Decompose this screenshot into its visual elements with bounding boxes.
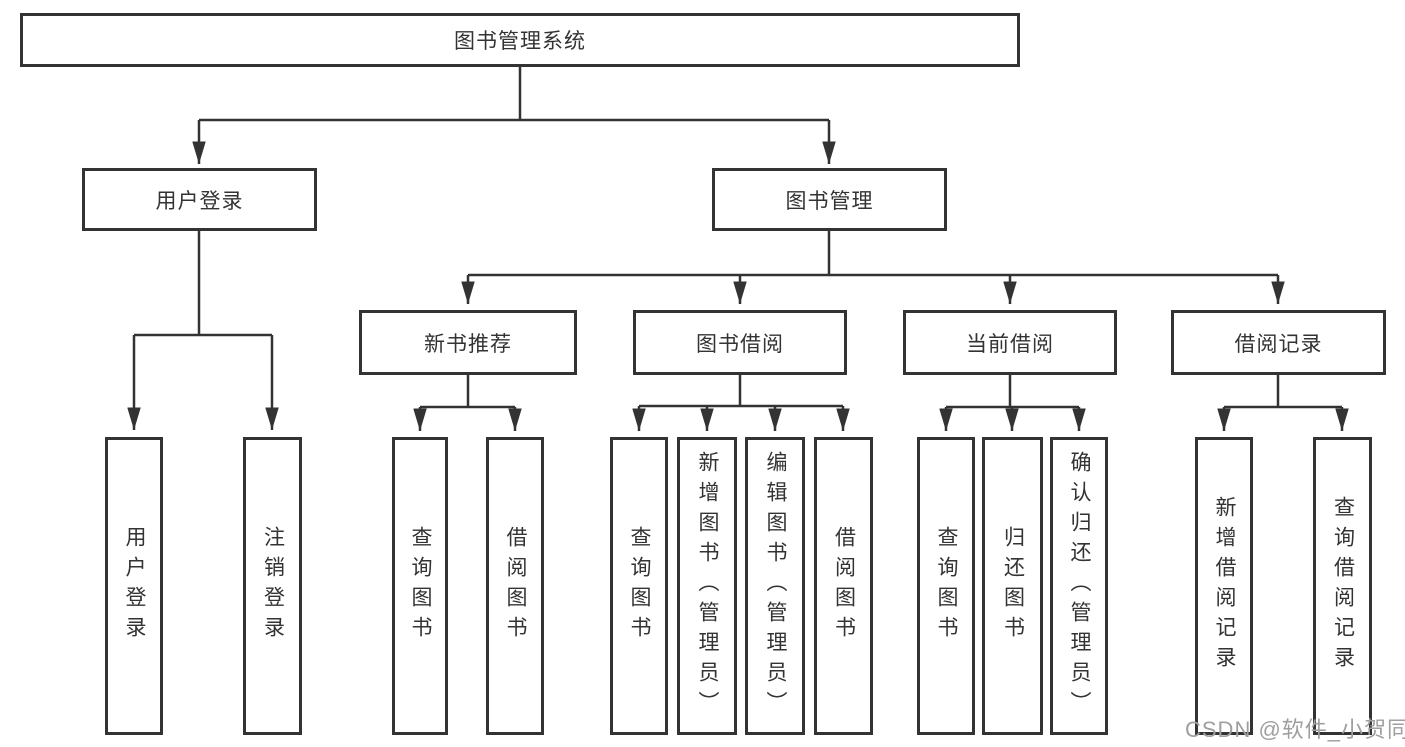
leaf-record-add: 新增借阅记录 [1195, 437, 1253, 735]
leaf-label: 确认归还（管理员） [1068, 451, 1092, 721]
leaf-label: 注销登录 [261, 526, 285, 646]
leaf-label: 用户登录 [123, 526, 147, 646]
leaf-label: 新增借阅记录 [1213, 496, 1237, 676]
node-new-book-recommend: 新书推荐 [359, 310, 577, 375]
leaf-current-confirm-return: 确认归还（管理员） [1050, 437, 1108, 735]
leaf-label: 编辑图书（管理员） [764, 451, 788, 721]
leaf-label: 归还图书 [1001, 526, 1025, 646]
leaf-label: 查询图书 [409, 526, 433, 646]
leaf-borrow-book: 借阅图书 [814, 437, 873, 735]
leaf-label: 查询图书 [935, 526, 959, 646]
node-current-borrow: 当前借阅 [903, 310, 1117, 375]
leaf-label: 查询图书 [628, 526, 652, 646]
node-book-borrow: 图书借阅 [633, 310, 847, 375]
node-label: 借阅记录 [1234, 332, 1323, 356]
leaf-current-query: 查询图书 [917, 437, 975, 735]
node-label: 图书管理 [785, 189, 874, 213]
leaf-newbook-borrow: 借阅图书 [486, 437, 544, 735]
node-label: 图书借阅 [696, 332, 784, 356]
node-label: 用户登录 [155, 189, 244, 213]
node-borrow-records: 借阅记录 [1171, 310, 1386, 375]
leaf-label: 借阅图书 [504, 526, 528, 646]
node-root-system: 图书管理系统 [20, 13, 1020, 67]
leaf-borrow-add-book: 新增图书（管理员） [677, 437, 737, 735]
leaf-logout: 注销登录 [243, 437, 302, 735]
leaf-label: 借阅图书 [832, 526, 856, 646]
leaf-borrow-edit-book: 编辑图书（管理员） [745, 437, 805, 735]
node-root-label: 图书管理系统 [454, 30, 586, 53]
leaf-record-query: 查询借阅记录 [1313, 437, 1372, 735]
node-user-login: 用户登录 [82, 168, 317, 231]
node-label: 当前借阅 [966, 332, 1054, 356]
node-label: 新书推荐 [424, 332, 512, 356]
leaf-label: 新增图书（管理员） [696, 451, 720, 721]
leaf-user-login: 用户登录 [105, 437, 163, 735]
leaf-label: 查询借阅记录 [1331, 496, 1355, 676]
leaf-borrow-query: 查询图书 [610, 437, 668, 735]
leaf-newbook-query: 查询图书 [392, 437, 448, 735]
node-book-management: 图书管理 [712, 168, 947, 231]
leaf-current-return: 归还图书 [982, 437, 1043, 735]
